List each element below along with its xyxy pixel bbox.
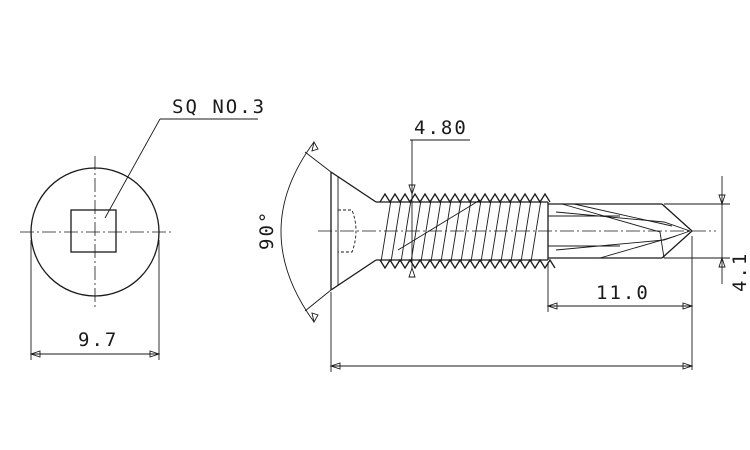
drill-length-dimension: 11.0 <box>546 236 694 370</box>
head-diameter-dimension: 9.7 <box>29 240 161 360</box>
thread-crests-top <box>379 192 551 204</box>
drill-diameter-dimension: 4.1 <box>664 176 750 292</box>
drive-type-label: SQ NO.3 <box>172 96 266 118</box>
head-diameter-label: 9.7 <box>78 329 118 351</box>
square-drive-recess <box>70 209 117 253</box>
head-end-view <box>20 156 172 310</box>
recess-hidden-lines <box>338 209 357 253</box>
drill-diameter-label: 4.1 <box>729 252 750 292</box>
drill-length-label: 11.0 <box>596 282 650 304</box>
thread-crests-bottom <box>379 258 556 270</box>
thread-diameter-label: 4.80 <box>414 117 468 139</box>
screw-side-view <box>318 171 716 291</box>
head-angle-dimension: 90° <box>256 140 332 324</box>
drive-callout: SQ NO.3 <box>104 96 266 219</box>
head-angle-label: 90° <box>256 210 278 250</box>
overall-length-dimension <box>329 292 694 372</box>
thread-diameter-dimension: 4.80 <box>408 117 470 278</box>
